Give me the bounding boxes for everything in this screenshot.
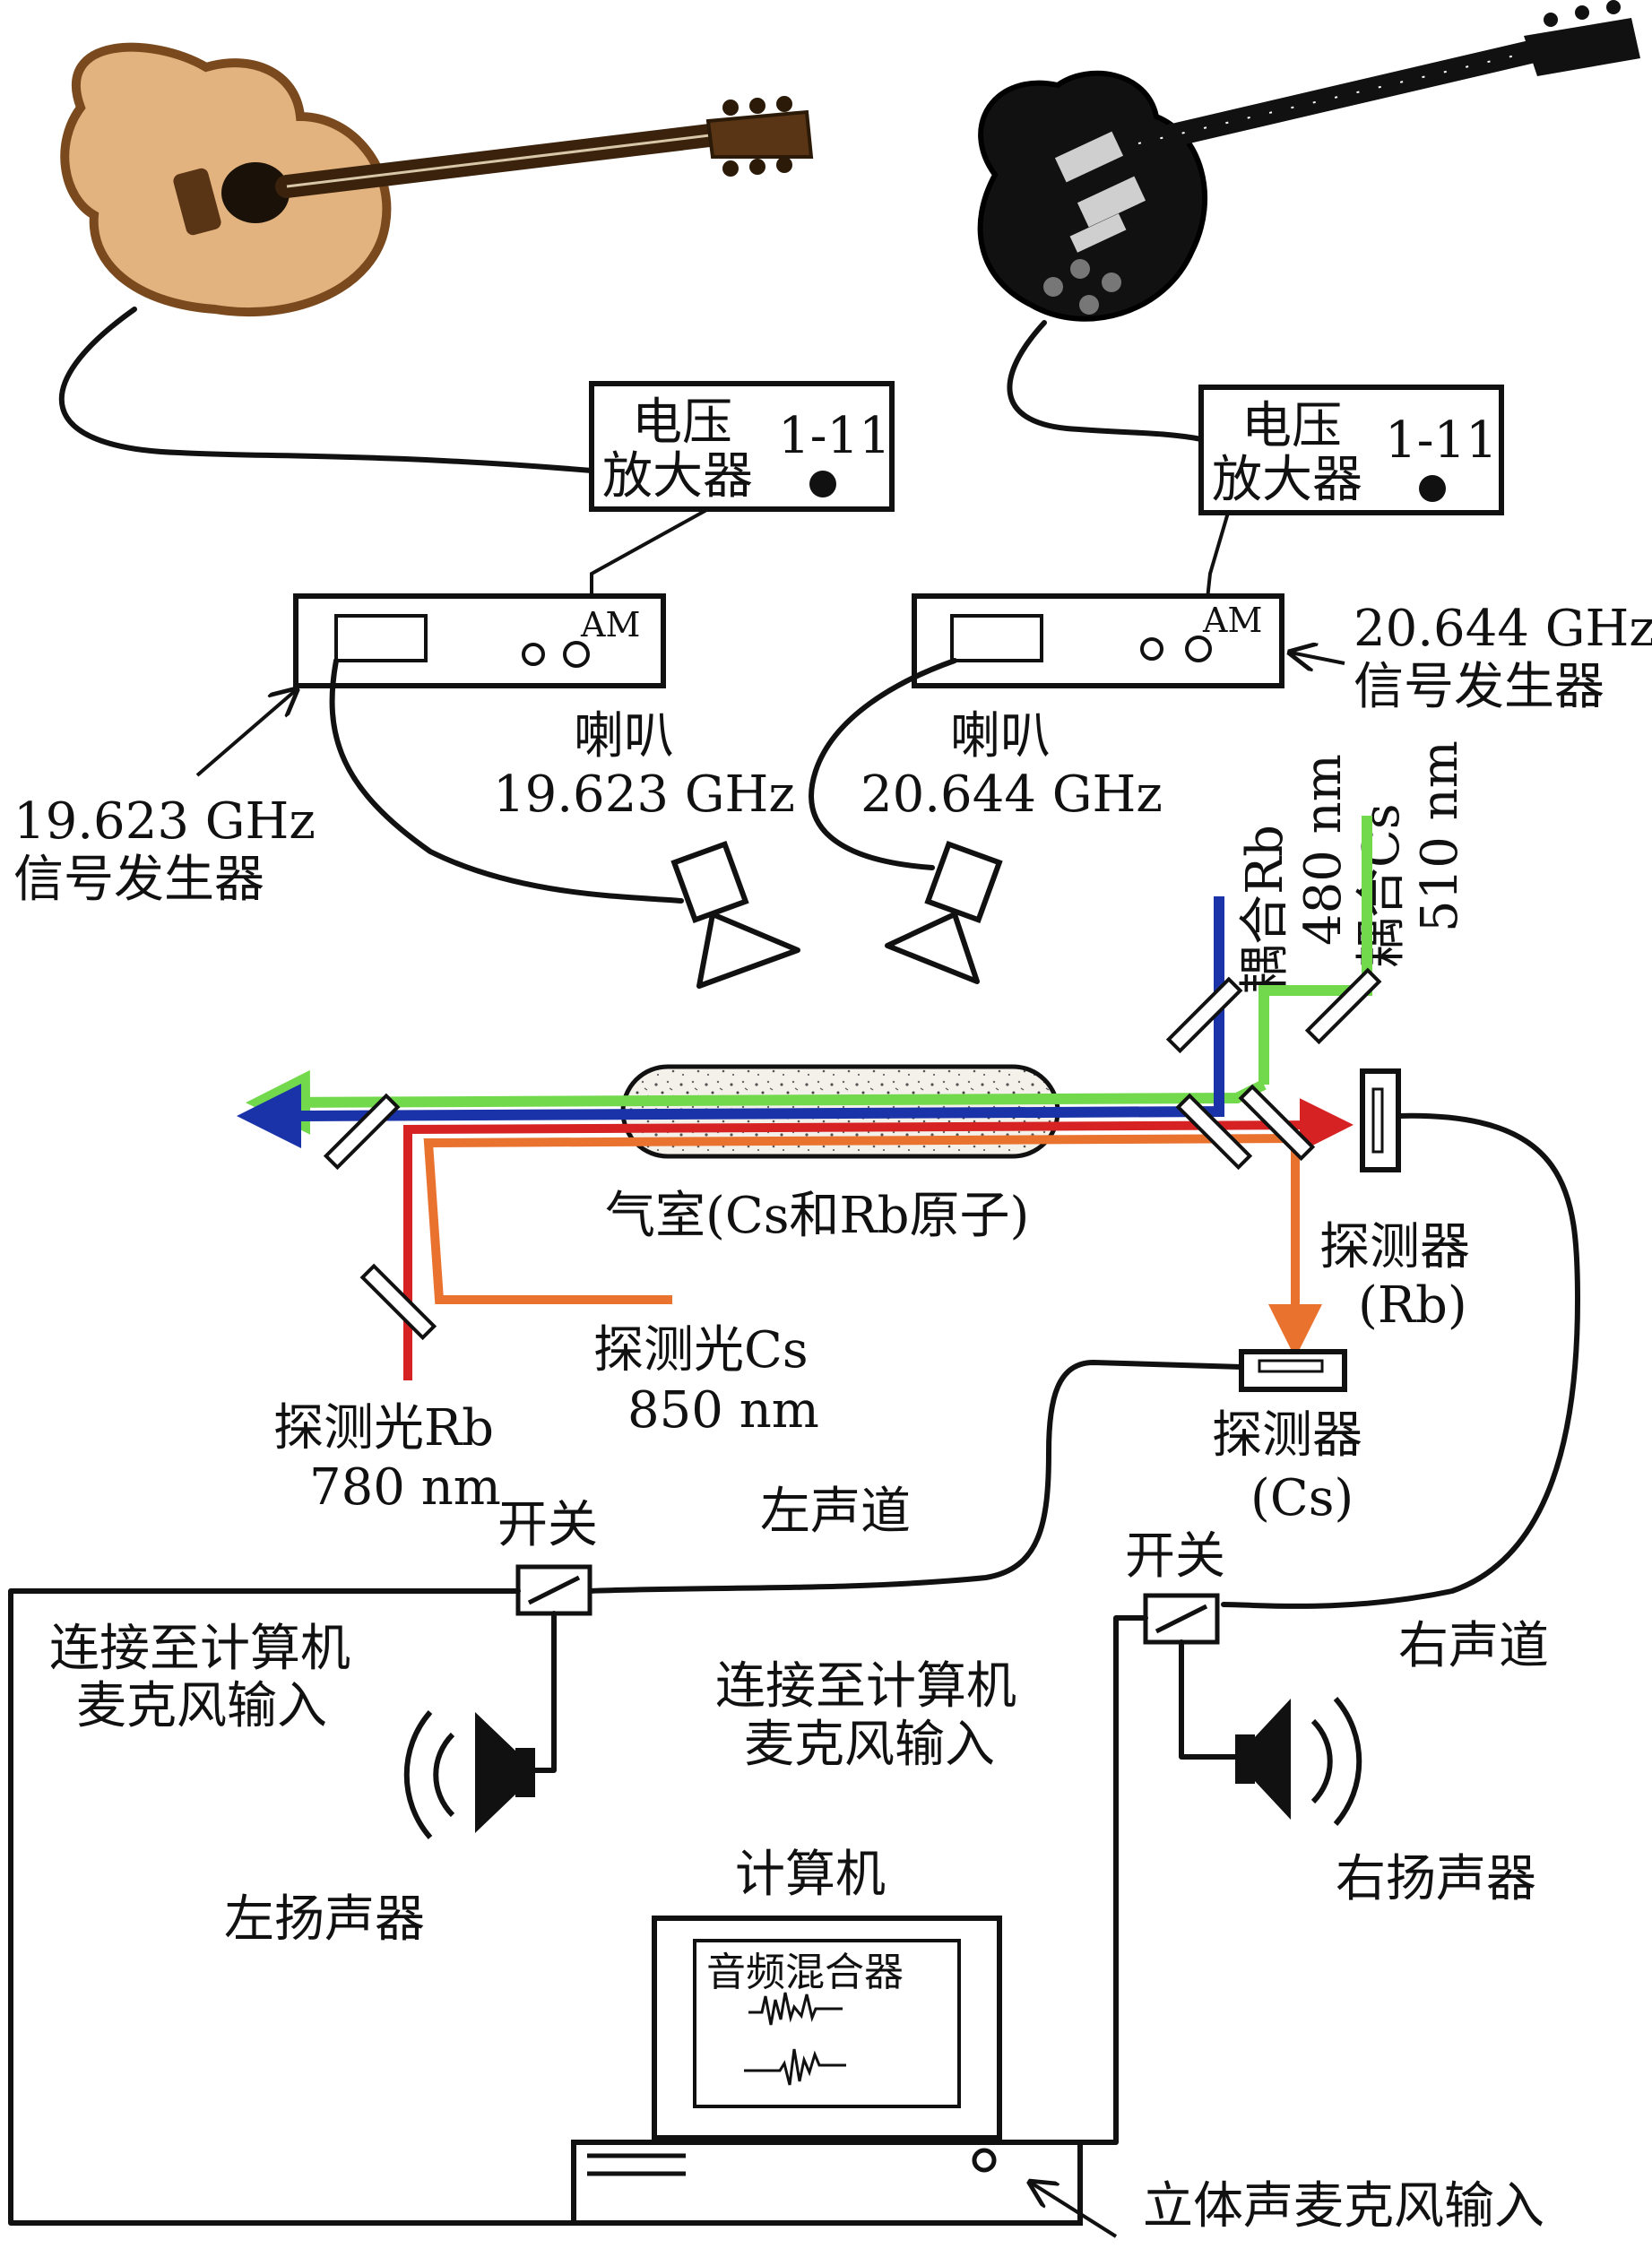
amp-left-line1: 电压: [632, 394, 732, 452]
left-channel-cable: [584, 1360, 1244, 1594]
signal-generator-right: AM: [912, 593, 1284, 688]
speaker-left-label: 左扬声器: [224, 1890, 425, 1949]
amp-right-knob-icon: [1419, 475, 1446, 502]
detector-cs-sub: (Cs): [1250, 1469, 1354, 1527]
mirrors: [323, 967, 1382, 1341]
gen-right-freq: 20.644 GHz: [1354, 600, 1652, 658]
amp-right-line1: 电压: [1241, 397, 1342, 455]
electric-guitar-icon: [977, 0, 1640, 322]
speaker-left-icon: [403, 1710, 535, 1839]
left-channel-label: 左声道: [760, 1483, 911, 1541]
switch-right-icon: [1143, 1593, 1220, 1645]
audio-mixer-label: 音频混合器: [706, 1950, 904, 1995]
right-channel-label: 右声道: [1398, 1617, 1549, 1675]
gen-left-freq: 19.623 GHz: [13, 792, 316, 851]
stereo-mic-port-icon: [972, 2148, 997, 2173]
detector-rb-icon: [1360, 1068, 1401, 1172]
probe-rb-name: 探测光Rb: [273, 1399, 494, 1457]
gen-left-am-label: AM: [580, 605, 640, 644]
stereo-mic-input-label: 立体声麦克风输入: [1143, 2177, 1544, 2236]
detector-rb-name: 探测器: [1319, 1218, 1470, 1276]
gen-right-name: 信号发生器: [1354, 658, 1604, 716]
amp-left-line2: 放大器: [602, 447, 753, 506]
pc-mic-left-line2: 麦克风输入: [76, 1677, 327, 1735]
probe-cs-beam: [423, 1133, 1322, 1358]
right-speaker-wire: [1179, 1639, 1240, 1760]
horn-left-freq: 19.623 GHz: [493, 765, 795, 824]
computer-label: 计算机: [735, 1846, 886, 1904]
electric-guitar-cable: [1007, 320, 1204, 442]
left-speaker-wire: [526, 1611, 557, 1773]
switch-left-icon: [515, 1564, 592, 1616]
switch-left-label: 开关: [497, 1496, 598, 1554]
gen-right-am-label: AM: [1202, 601, 1262, 640]
detector-rb-sub: (Rb): [1358, 1276, 1467, 1335]
horn-left-icon: [670, 840, 800, 989]
gen-left-name: 信号发生器: [13, 851, 264, 909]
probe-cs-name: 探测光Cs: [593, 1321, 809, 1379]
horn-right-freq: 20.644 GHz: [861, 765, 1163, 824]
acoustic-guitar-cable: [58, 307, 594, 473]
amp-left-knob-label: 1-11: [778, 407, 891, 465]
amp-right-line2: 放大器: [1212, 451, 1362, 509]
speaker-right-icon: [1235, 1697, 1362, 1826]
right-channel-cable: [1221, 1112, 1580, 1609]
right-loop-wire: [992, 1615, 1148, 2145]
gen-left-to-horn-cable: [329, 658, 684, 904]
signal-generator-left: AM: [293, 593, 666, 688]
amp-right-knob-label: 1-11: [1385, 411, 1498, 470]
pc-mic-left-line1: 连接至计算机: [49, 1620, 350, 1678]
probe-rb-beam: [403, 1098, 1354, 1380]
gen-right-to-horn-cable: [809, 658, 957, 870]
probe-cs-wl: 850 nm: [627, 1381, 819, 1440]
coupling-rb-name: 耦合Rb: [1236, 825, 1294, 995]
switch-right-label: 开关: [1125, 1527, 1225, 1586]
computer-case-icon: [571, 2140, 1083, 2226]
probe-rb-wl: 780 nm: [309, 1458, 501, 1517]
coupling-rb-wl: 480 nm: [1294, 754, 1353, 946]
acoustic-guitar-icon: [60, 42, 814, 317]
pc-mic-center-line1: 连接至计算机: [715, 1657, 1016, 1716]
vapor-cell-label: 气室(Cs和Rb原子): [605, 1187, 1029, 1245]
horn-right-name: 喇叭: [950, 707, 1051, 765]
voltage-amplifier-left: 电压 放大器 1-11: [589, 381, 895, 512]
detector-cs-icon: [1239, 1349, 1347, 1392]
detector-cs-name: 探测器: [1212, 1406, 1362, 1465]
voltage-amplifier-right: 电压 放大器 1-11: [1198, 385, 1504, 515]
speaker-right-label: 右扬声器: [1336, 1850, 1536, 1908]
coupling-cs-name: 耦合Cs: [1353, 803, 1411, 968]
horn-left-name: 喇叭: [574, 707, 674, 765]
computer-monitor-icon: 音频混合器: [652, 1916, 1002, 2141]
amp-left-knob-icon: [809, 471, 836, 497]
coupling-cs-wl: 510 nm: [1411, 740, 1469, 932]
pc-mic-center-line2: 麦克风输入: [744, 1716, 995, 1774]
horn-right-icon: [885, 840, 1003, 984]
coupling-rb-beam: [237, 896, 1224, 1148]
